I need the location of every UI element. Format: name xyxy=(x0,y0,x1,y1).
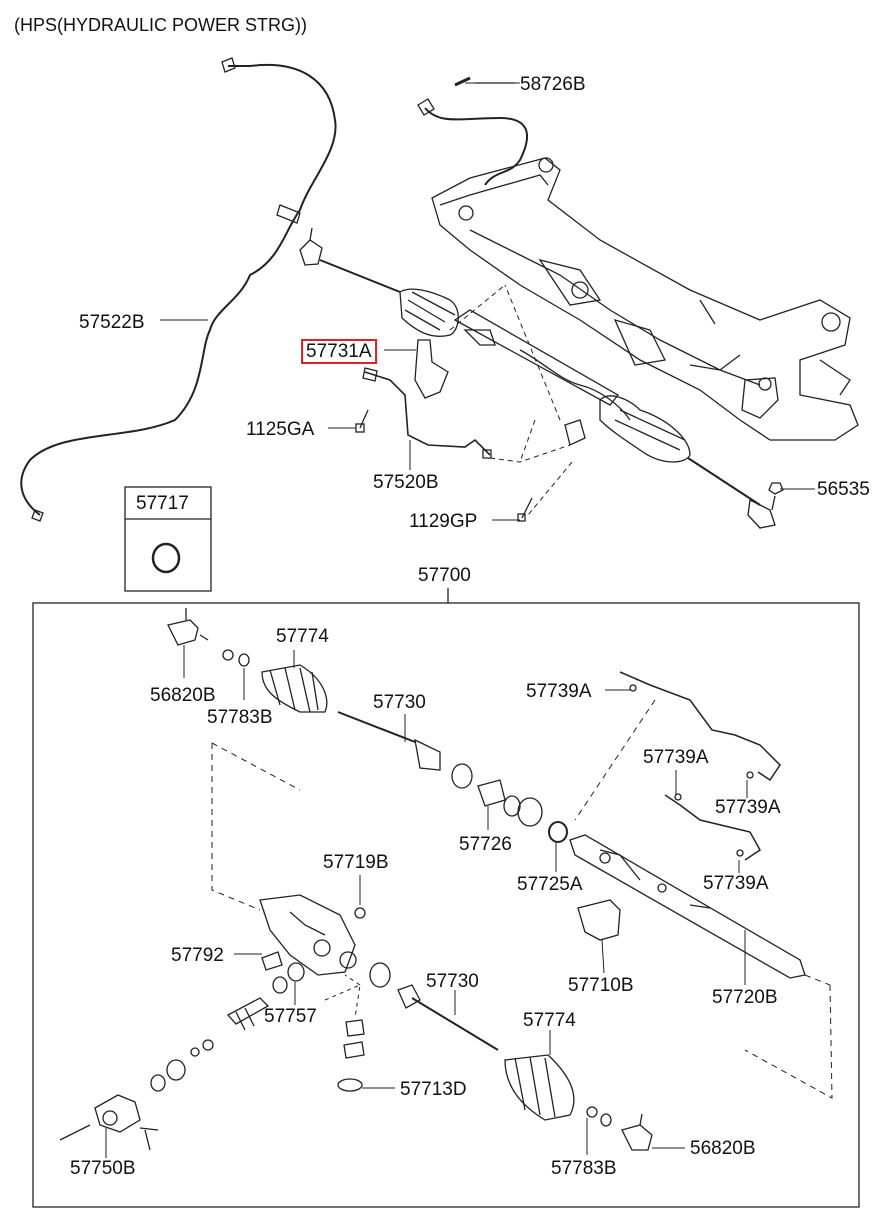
label-57713d: 57713D xyxy=(400,1079,467,1100)
label-57774-bottom: 57774 xyxy=(523,1010,576,1031)
label-57739a-2: 57739A xyxy=(643,747,709,768)
bracket xyxy=(414,339,449,399)
label-56820b-top: 56820B xyxy=(150,685,216,706)
label-57719b: 57719B xyxy=(323,852,389,873)
label-57717: 57717 xyxy=(136,493,189,514)
label-57739a-1: 57739A xyxy=(526,681,592,702)
label-57739a-3: 57739A xyxy=(715,797,781,818)
label-57774-top: 57774 xyxy=(276,626,329,647)
label-57725a: 57725A xyxy=(517,874,583,895)
label-1129gp: 1129GP xyxy=(409,511,478,532)
subframe xyxy=(431,157,859,441)
diagram-title: (HPS(HYDRAULIC POWER STRG)) xyxy=(14,15,308,35)
pressure-hose xyxy=(417,76,529,186)
label-57726: 57726 xyxy=(459,834,512,855)
label-57730-bottom: 57730 xyxy=(426,971,479,992)
label-1125ga: 1125GA xyxy=(246,419,315,440)
label-57522b: 57522B xyxy=(79,312,145,333)
lower-leaders xyxy=(105,645,833,1158)
label-57700: 57700 xyxy=(418,565,471,586)
hydraulic-hose xyxy=(20,57,337,522)
upper-rack-assembly xyxy=(299,227,776,529)
label-57731a-highlighted: 57731A xyxy=(301,339,377,364)
return-line xyxy=(362,367,491,456)
label-57792: 57792 xyxy=(171,945,224,966)
label-57739a-4: 57739A xyxy=(703,873,769,894)
label-56820b-bottom: 56820B xyxy=(690,1138,756,1159)
label-57783b-bottom: 57783B xyxy=(551,1158,617,1179)
upper-leaders xyxy=(160,82,815,521)
label-56535: 56535 xyxy=(817,479,870,500)
label-57757: 57757 xyxy=(264,1006,317,1027)
part-box-57717 xyxy=(124,486,212,592)
kit-frame xyxy=(32,588,860,1208)
label-57730-top: 57730 xyxy=(373,692,426,713)
label-57750b: 57750B xyxy=(70,1158,136,1179)
label-57720b: 57720B xyxy=(712,987,778,1008)
label-57783b-top: 57783B xyxy=(207,707,273,728)
label-58726b: 58726B xyxy=(520,74,586,95)
label-57520b: 57520B xyxy=(373,472,439,493)
label-57710b: 57710B xyxy=(568,975,634,996)
